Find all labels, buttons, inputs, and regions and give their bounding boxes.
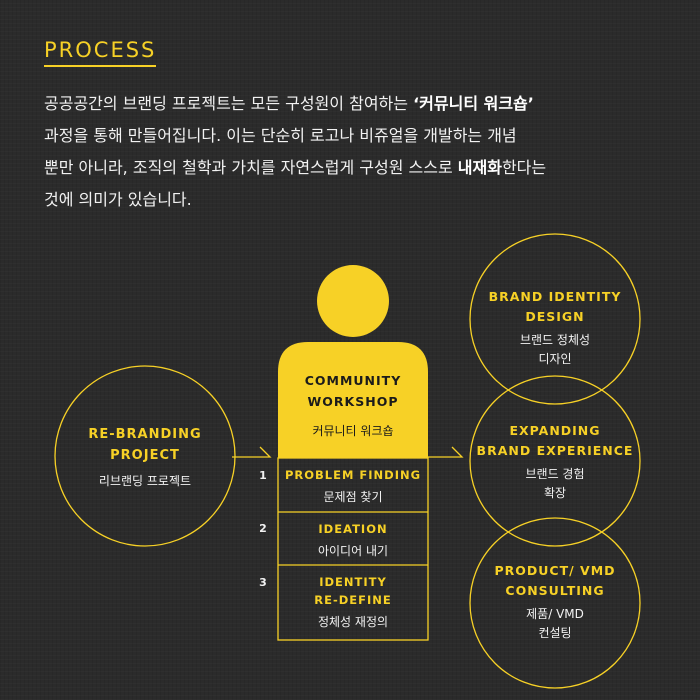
- outcome-ko-line: 확장: [543, 486, 567, 500]
- section-title: PROCESS: [44, 38, 157, 67]
- rebranding-en-2: PROJECT: [110, 448, 180, 463]
- outcome-ko: 제품/ VMD 컨설팅: [470, 605, 640, 643]
- outcome-circle-brand-experience: [469, 375, 641, 547]
- rebranding-en-1: RE-BRANDING: [88, 427, 202, 442]
- outcome-ko-line: 제품/ VMD: [526, 607, 584, 621]
- community-workshop-node: COMMUNITY WORKSHOP 커뮤니티 워크숍: [278, 370, 428, 439]
- outcome-en: BRAND IDENTITY: [488, 289, 622, 304]
- step-ideation: IDEATION 아이디어 내기: [278, 520, 428, 559]
- step-ko: 문제점 찾기: [323, 490, 383, 504]
- step-number: 3: [259, 576, 267, 589]
- outcome-circle-brand-identity: [469, 233, 641, 405]
- intro-paragraph: 공공공간의 브랜딩 프로젝트는 모든 구성원이 참여하는 ‘커뮤니티 워크숍’ …: [44, 88, 674, 216]
- intro-line-3: 뿐만 아니라, 조직의 철학과 가치를 자연스럽게 구성원 스스로 내재화한다는: [44, 152, 674, 184]
- step-number: 2: [259, 522, 267, 535]
- outcome-en: EXPANDING: [509, 423, 601, 438]
- outcome-ko: 브랜드 경험 확장: [470, 465, 640, 503]
- step-problem-finding: PROBLEM FINDING 문제점 찾기: [278, 466, 428, 505]
- intro-line-4: 것에 의미가 있습니다.: [44, 190, 192, 209]
- intro-line-2: 과정을 통해 만들어집니다. 이는 단순히 로고나 비쥬얼을 개발하는 개념: [44, 126, 517, 145]
- community-ko: 커뮤니티 워크숍: [312, 424, 394, 438]
- outcome-circle-consulting: [469, 517, 641, 689]
- intro-text: 한다는: [501, 158, 547, 177]
- step-ko: 정체성 재정의: [317, 615, 389, 629]
- intro-text: 공공공간의 브랜딩 프로젝트는 모든 구성원이 참여하는: [44, 94, 414, 113]
- outcome-en: DESIGN: [525, 309, 585, 324]
- rebranding-ko: 리브랜딩 프로젝트: [98, 474, 192, 488]
- step-en: RE-DEFINE: [314, 593, 392, 607]
- step-en: IDENTITY: [319, 575, 387, 589]
- outcome-ko-line: 브랜드 경험: [525, 467, 585, 481]
- outcome-product-vmd-consulting: PRODUCT/ VMD CONSULTING 제품/ VMD 컨설팅: [470, 561, 640, 643]
- person-head-shape: [317, 265, 389, 337]
- person-body-shape: [278, 342, 428, 458]
- outcome-ko-line: 컨설팅: [538, 626, 572, 640]
- workshop-steps-box: [277, 457, 429, 641]
- step-number: 1: [259, 469, 267, 482]
- step-identity-redefine: IDENTITY RE-DEFINE 정체성 재정의: [278, 573, 428, 630]
- community-en-1: COMMUNITY: [304, 373, 402, 388]
- intro-highlight-internalize: 내재화: [457, 158, 502, 177]
- arrow-right-icon: [428, 446, 464, 458]
- step-en: PROBLEM FINDING: [284, 468, 422, 482]
- community-en-2: WORKSHOP: [307, 394, 399, 409]
- outcome-brand-identity-design: BRAND IDENTITY DESIGN 브랜드 정체성 디자인: [470, 287, 640, 369]
- intro-highlight-workshop: ‘커뮤니티 워크숍’: [413, 94, 534, 113]
- outcome-en: BRAND EXPERIENCE: [476, 443, 634, 458]
- rebranding-circle: [54, 365, 236, 547]
- step-en: IDEATION: [318, 522, 388, 536]
- step-ko: 아이디어 내기: [317, 544, 389, 558]
- rebranding-project-node: RE-BRANDING PROJECT 리브랜딩 프로젝트: [60, 424, 230, 489]
- outcome-ko: 브랜드 정체성 디자인: [470, 331, 640, 369]
- outcome-ko-line: 디자인: [538, 352, 572, 366]
- outcome-en: CONSULTING: [505, 583, 605, 598]
- intro-line-1: 공공공간의 브랜딩 프로젝트는 모든 구성원이 참여하는 ‘커뮤니티 워크숍’: [44, 88, 674, 120]
- intro-text: 뿐만 아니라, 조직의 철학과 가치를 자연스럽게 구성원 스스로: [44, 158, 458, 177]
- arrow-right-icon: [232, 446, 272, 458]
- outcome-expanding-brand-experience: EXPANDING BRAND EXPERIENCE 브랜드 경험 확장: [470, 421, 640, 503]
- outcome-en: PRODUCT/ VMD: [494, 563, 616, 578]
- outcome-ko-line: 브랜드 정체성: [519, 333, 591, 347]
